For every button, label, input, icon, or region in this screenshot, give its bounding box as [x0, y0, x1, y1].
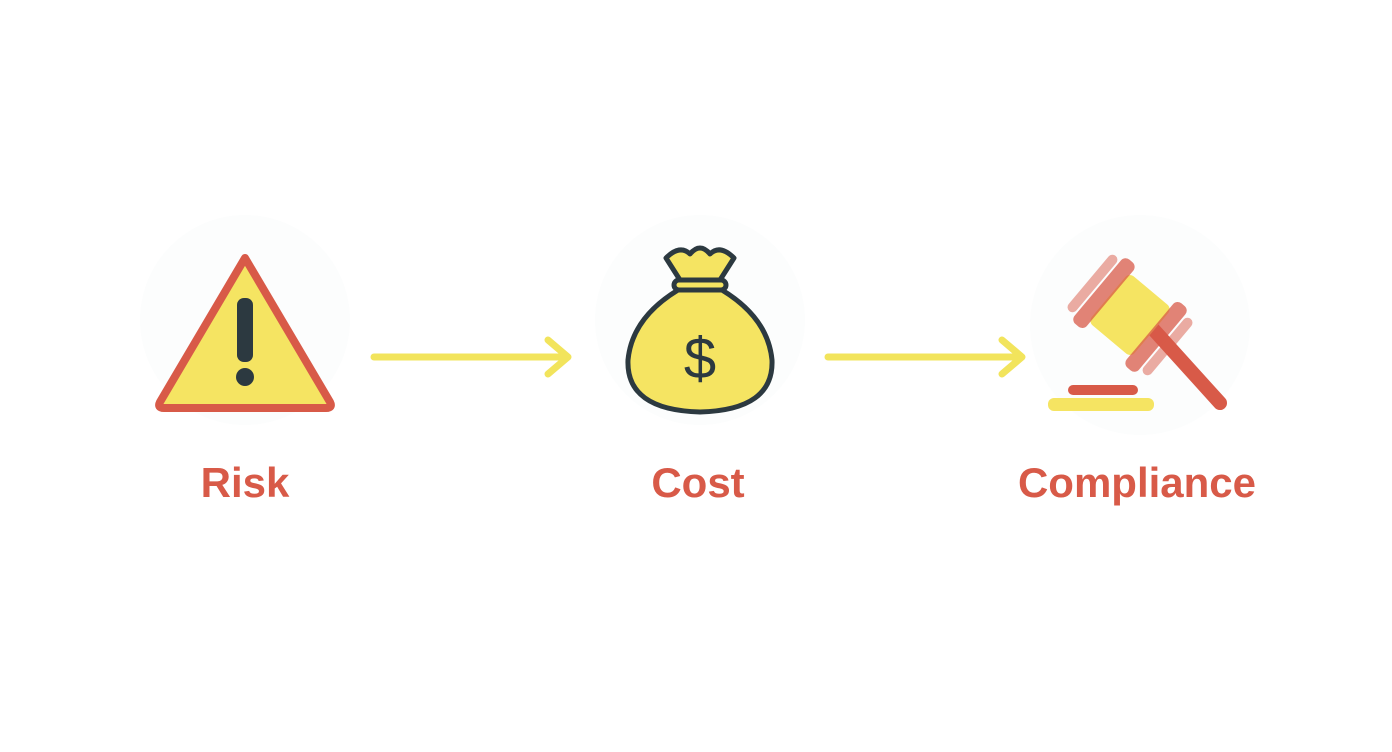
- arrow-cost-to-compliance: [824, 336, 1026, 378]
- money-bag-icon: $: [625, 245, 775, 415]
- warning-triangle-icon: [155, 254, 335, 412]
- arrow-risk-to-cost: [370, 336, 572, 378]
- cost-label: Cost: [651, 459, 745, 506]
- risk-label: Risk: [200, 459, 290, 506]
- svg-text:$: $: [684, 326, 716, 391]
- compliance-label: Compliance: [1017, 459, 1257, 506]
- gavel-icon: [1048, 254, 1227, 411]
